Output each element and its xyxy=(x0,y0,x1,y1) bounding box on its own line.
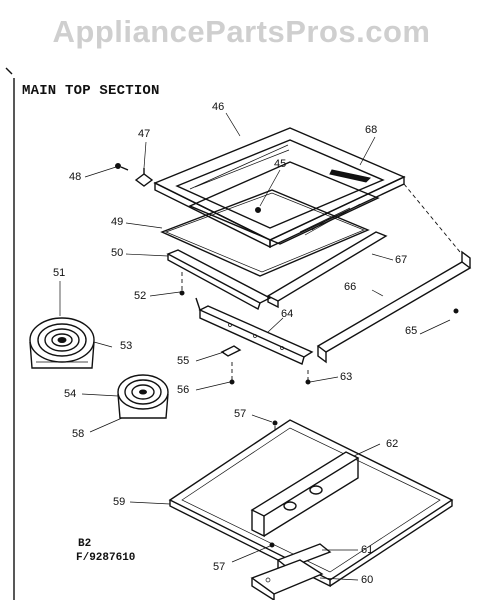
screw-part-45 xyxy=(255,207,261,213)
callout-55: 55 xyxy=(177,355,190,367)
rear-trim-part-66 xyxy=(316,250,472,364)
callout-57-bottom: 57 xyxy=(213,561,226,573)
channel-part-62 xyxy=(250,451,360,538)
model-number: F/9287610 xyxy=(76,552,136,564)
callout-63: 63 xyxy=(340,371,353,383)
burner-small-part-54 xyxy=(117,374,169,419)
callout-47: 47 xyxy=(138,128,151,140)
section-title: MAIN TOP SECTION xyxy=(22,83,160,99)
callout-50: 50 xyxy=(111,247,124,259)
trim-strip-part-50 xyxy=(166,249,272,311)
callout-57-top: 57 xyxy=(234,408,247,420)
screw-part-48 xyxy=(115,163,129,171)
bracket-part-60 xyxy=(250,559,324,600)
callout-52: 52 xyxy=(134,290,147,302)
callout-58: 58 xyxy=(72,428,85,440)
frame-part-46 xyxy=(153,127,406,249)
callout-64: 64 xyxy=(281,308,294,320)
screw-part-57 xyxy=(272,420,278,426)
screw-part-56 xyxy=(229,379,235,385)
screw-part-65 xyxy=(453,308,459,314)
bracket-part-64 xyxy=(195,297,314,365)
callout-45: 45 xyxy=(274,158,287,170)
clip-part-47 xyxy=(134,168,154,187)
callout-56: 56 xyxy=(177,384,190,396)
callout-54: 54 xyxy=(64,388,77,400)
callout-61: 61 xyxy=(361,544,374,556)
callout-62: 62 xyxy=(386,438,399,450)
callout-67: 67 xyxy=(395,254,408,266)
callout-53: 53 xyxy=(120,340,133,352)
callout-48: 48 xyxy=(69,171,82,183)
burner-large-part-51 xyxy=(29,317,95,369)
glass-top-part-68 xyxy=(188,161,380,245)
corner-tick xyxy=(5,67,13,75)
top-panel-part-59 xyxy=(168,419,454,588)
gasket-part-49 xyxy=(160,189,370,277)
callout-51: 51 xyxy=(53,267,66,279)
callout-66: 66 xyxy=(344,281,357,293)
screw-part-57b xyxy=(269,542,275,548)
screw-part-52 xyxy=(179,290,185,296)
callout-60: 60 xyxy=(361,574,374,586)
callout-68: 68 xyxy=(365,124,378,136)
diagram-code: B2 xyxy=(78,538,92,550)
watermark-text: AppliancePartsPros.com xyxy=(52,14,431,49)
leader-lines xyxy=(59,112,451,581)
trim-strip-part-67 xyxy=(266,231,388,309)
assembly-line xyxy=(403,183,461,253)
callout-46: 46 xyxy=(212,101,225,113)
callout-59: 59 xyxy=(113,496,126,508)
clip-part-55 xyxy=(220,345,242,357)
screw-part-63 xyxy=(305,379,311,385)
callout-65: 65 xyxy=(405,325,418,337)
callout-49: 49 xyxy=(111,216,124,228)
